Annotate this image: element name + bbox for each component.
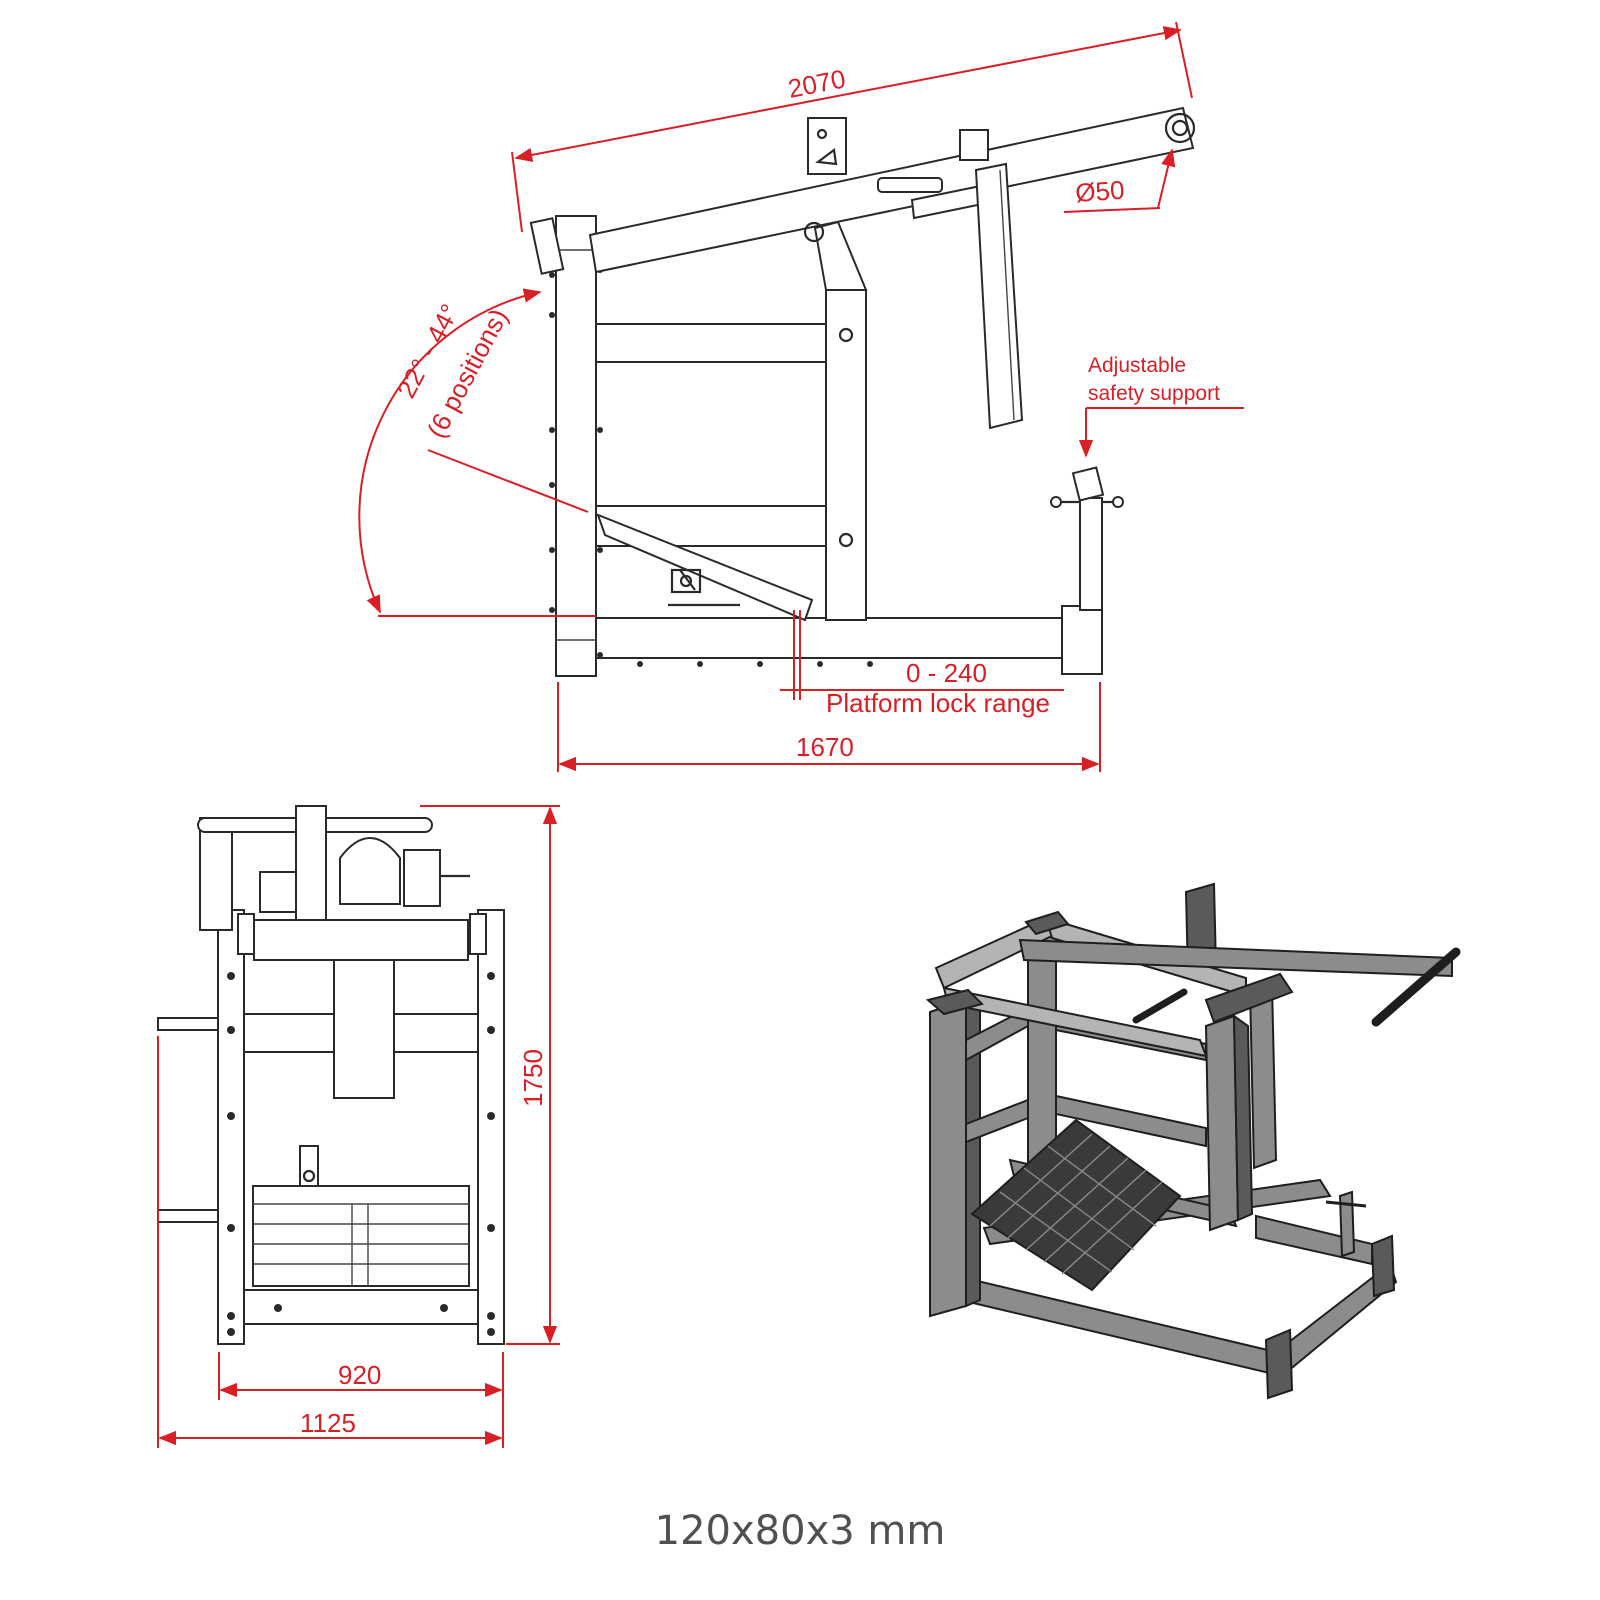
note-safety-line1: Adjustable	[1088, 354, 1186, 377]
shoulder-bracket	[959, 129, 989, 161]
shoulder-post-top	[333, 959, 395, 1099]
iso-post-cap	[925, 988, 984, 1016]
dim-lock-range-label: Platform lock range	[826, 688, 1050, 718]
iso-end-block	[1264, 1328, 1294, 1400]
iso-bar-end	[1371, 947, 1461, 1027]
main-upright	[555, 215, 597, 677]
top-view: 1750 920 1125	[157, 805, 560, 1448]
isometric-view	[925, 882, 1461, 1400]
shoulder-post	[974, 162, 1024, 430]
dim-1670-label: 1670	[796, 732, 854, 762]
beam-pivot	[803, 221, 825, 243]
iso-safety-support	[1338, 1190, 1356, 1258]
note-safety-line2: safety support	[1088, 382, 1220, 405]
iso-shoulder-post	[1248, 982, 1278, 1170]
iso-back-post	[1027, 930, 1057, 1172]
handle-stub	[877, 177, 943, 193]
handle-left-lower	[157, 1209, 219, 1223]
iso-left-rail-lower	[965, 1098, 1029, 1144]
iso-foot-platform	[970, 1118, 1182, 1292]
iso-crossbar-1	[1055, 1094, 1207, 1148]
beam-front-cap	[529, 217, 565, 275]
safety-support	[1050, 466, 1124, 611]
dim-0-240-label: 0 - 240	[906, 658, 987, 688]
iso-base-front-rail	[946, 1272, 1284, 1378]
front-post	[199, 817, 233, 931]
platform-top-plate	[253, 919, 469, 961]
side-view: 2070 Ø50 22° - 44° (6 positions) Adjusta…	[358, 21, 1244, 772]
tube-size-caption: 120x80x3 mm	[654, 1508, 946, 1554]
dim-1125-label: 1125	[300, 1408, 356, 1438]
rear-crossbar	[243, 1289, 479, 1325]
iso-front-post	[929, 998, 967, 1318]
dim-920-label: 920	[338, 1360, 381, 1390]
right-rail	[477, 909, 505, 1345]
plate-clamp-right	[469, 913, 487, 955]
handle-left-upper	[157, 1017, 219, 1031]
beam-top	[295, 805, 327, 925]
left-rail	[217, 909, 245, 1345]
shoulder-yoke	[339, 837, 401, 905]
base-end-block	[1061, 605, 1103, 675]
iso-main-beam	[1018, 938, 1453, 978]
platform-brace	[596, 513, 814, 622]
iso-yoke	[1204, 972, 1294, 1024]
dim-2070-label: 2070	[785, 63, 848, 103]
iso-rear-upright	[1204, 1014, 1240, 1232]
plate-clamp-left	[237, 913, 255, 955]
dim-d50-label: Ø50	[1074, 175, 1125, 208]
crossbar-upper	[595, 323, 827, 363]
dim-line-d50	[1157, 148, 1176, 209]
pivot-block	[259, 871, 297, 913]
foot-platform	[252, 1185, 470, 1287]
yoke-block	[403, 849, 441, 907]
dim-line-2070	[514, 25, 1182, 163]
iso-left-rail-upper	[965, 1006, 1029, 1062]
rear-upright	[825, 289, 867, 621]
beam-plate	[807, 117, 847, 175]
dim-1750-label: 1750	[518, 1049, 548, 1107]
lock-mechanism	[668, 568, 740, 607]
base-rail	[555, 617, 1067, 659]
angle-arc	[358, 288, 542, 614]
